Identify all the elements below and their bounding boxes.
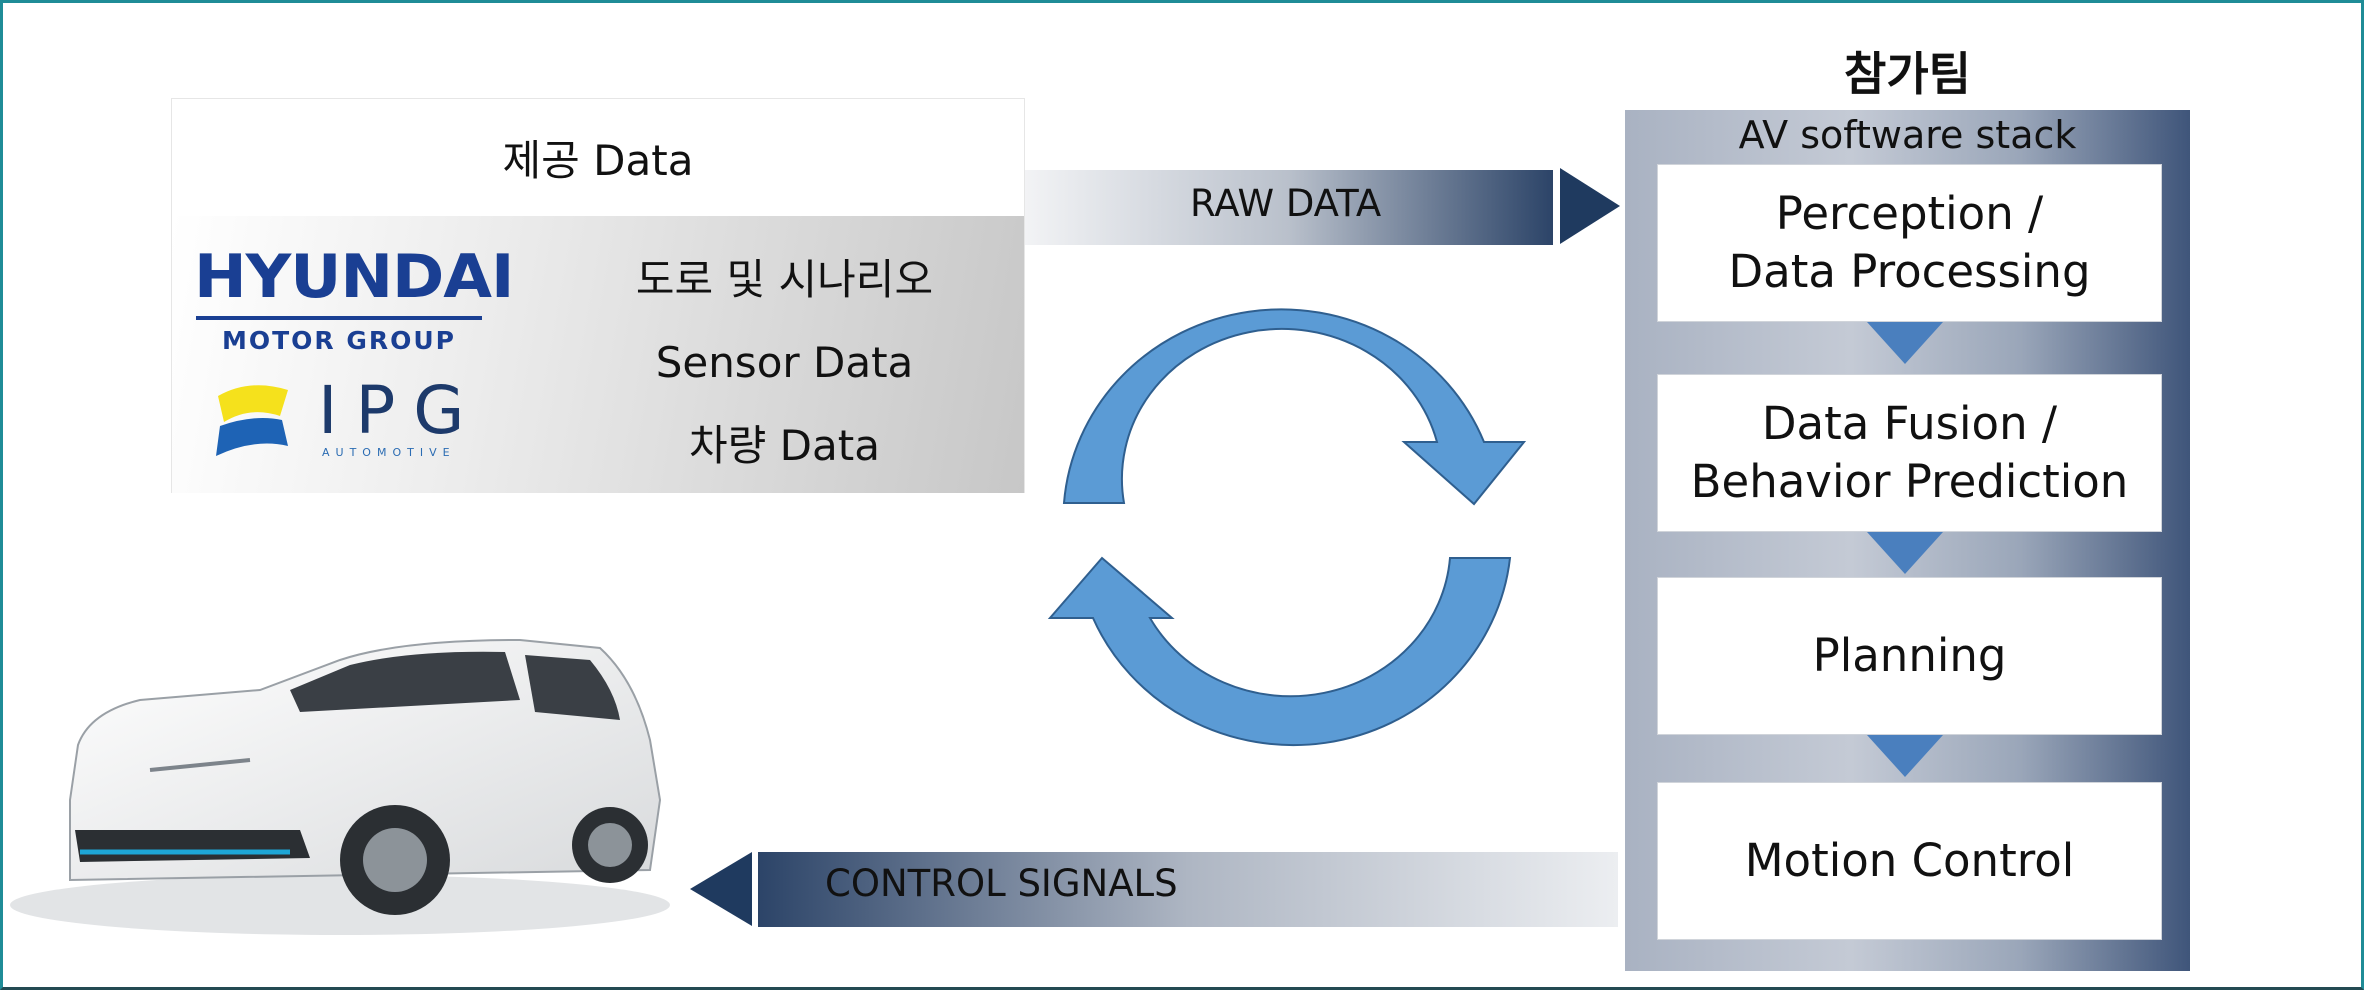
hyundai-logo-sub: MOTOR GROUP bbox=[221, 326, 457, 355]
provided-data-list: 도로 및 시나리오 Sensor Data 차량 Data bbox=[612, 238, 957, 487]
av-software-stack: AV software stack Perception / Data Proc… bbox=[1625, 110, 2190, 971]
provided-data-title: 제공 Data bbox=[172, 99, 1024, 216]
ipg-logo: IPG AUTOMOTIVE bbox=[210, 376, 500, 461]
hyundai-logo-word: HYUNDAI bbox=[194, 242, 514, 312]
control-signals-arrow bbox=[690, 852, 1618, 927]
ipg-logo-sub: AUTOMOTIVE bbox=[322, 446, 456, 459]
cycle-arrows-icon bbox=[1047, 308, 1527, 747]
hyundai-logo-rule bbox=[196, 316, 482, 320]
car-image bbox=[10, 638, 670, 935]
provided-item-sensor-data: Sensor Data bbox=[655, 338, 914, 387]
raw-data-label: RAW DATA bbox=[1190, 182, 1382, 225]
stage-data-fusion: Data Fusion / Behavior Prediction bbox=[1657, 374, 2162, 532]
provided-item-vehicle-data: 차량 Data bbox=[689, 421, 880, 470]
down-arrow-icon bbox=[1867, 532, 1943, 574]
provided-data-body: HYUNDAI MOTOR GROUP IPG AUTOMOTIVE 도로 및 … bbox=[172, 216, 1024, 493]
ipg-mark-icon bbox=[216, 385, 288, 456]
down-arrow-icon bbox=[1867, 322, 1943, 364]
stack-title: AV software stack bbox=[1738, 113, 2077, 157]
raw-data-arrow bbox=[1025, 168, 1620, 245]
provided-item-road-scenario: 도로 및 시나리오 bbox=[635, 255, 934, 304]
down-arrow-icon bbox=[1867, 735, 1943, 777]
stage-motion-control: Motion Control bbox=[1657, 782, 2162, 940]
provided-data-box: 제공 Data HYUNDAI MOTOR GROUP IPG AUTOMOTI… bbox=[171, 98, 1025, 493]
stage-planning: Planning bbox=[1657, 577, 2162, 735]
team-title: 참가팀 bbox=[1844, 47, 1971, 101]
hyundai-logo: HYUNDAI MOTOR GROUP bbox=[194, 246, 514, 361]
control-signals-label: CONTROL SIGNALS bbox=[825, 862, 1178, 905]
stage-perception: Perception / Data Processing bbox=[1657, 164, 2162, 322]
ipg-logo-word: IPG bbox=[318, 372, 483, 449]
